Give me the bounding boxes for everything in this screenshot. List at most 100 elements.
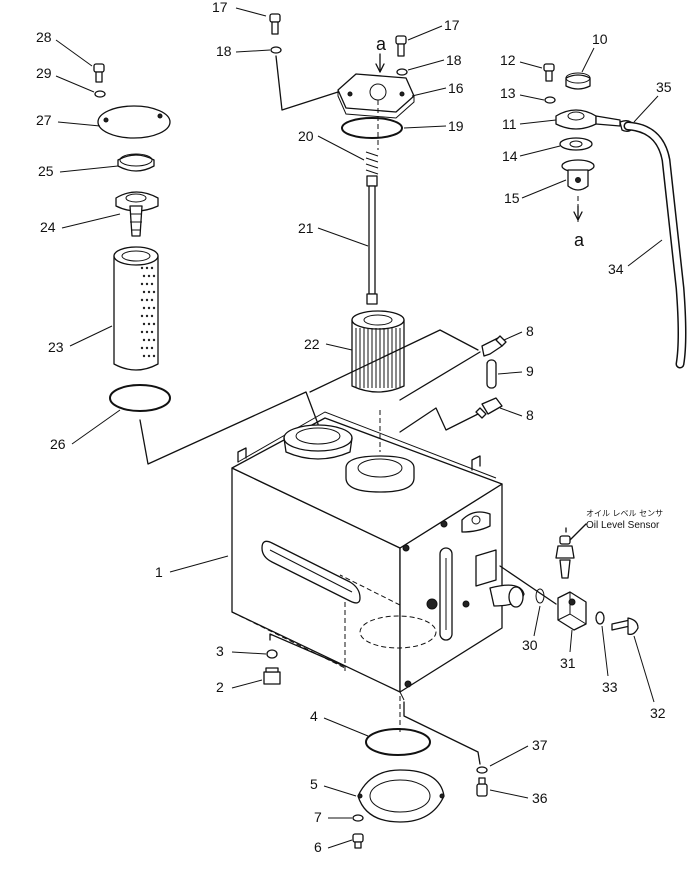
callout-c35: 35 bbox=[633, 79, 672, 123]
callout-c2: 2 bbox=[216, 679, 263, 695]
leader-line bbox=[323, 717, 369, 737]
sensor-label-jp: オイル レベル センサ bbox=[586, 509, 663, 518]
perforation-dot bbox=[140, 266, 144, 270]
element-perforations bbox=[140, 266, 156, 358]
part-number-label: 4 bbox=[310, 708, 318, 724]
ref-mark-top: a bbox=[376, 34, 387, 54]
leader-line bbox=[59, 165, 119, 173]
part-number-label: 2 bbox=[216, 679, 224, 695]
leader-line bbox=[55, 39, 93, 67]
leader-line bbox=[235, 49, 271, 53]
part-number-label: 19 bbox=[448, 118, 464, 134]
callout-c1: 1 bbox=[155, 555, 229, 580]
part-number-label: 37 bbox=[532, 737, 548, 753]
perforation-dot bbox=[150, 346, 154, 350]
perforation-dot bbox=[145, 282, 149, 286]
perforation-dot bbox=[147, 322, 151, 326]
bottom-parts bbox=[263, 633, 488, 849]
callout-c18a: 18 bbox=[216, 43, 271, 59]
ref-mark-bottom: a bbox=[574, 230, 585, 250]
callout-c28: 28 bbox=[36, 29, 93, 67]
leader-line bbox=[519, 61, 543, 69]
perforation-dot bbox=[150, 282, 154, 286]
part-number-label: 27 bbox=[36, 112, 52, 128]
callout-c26: 26 bbox=[50, 409, 121, 452]
part-number-label: 17 bbox=[212, 0, 228, 15]
perforation-dot bbox=[150, 266, 154, 270]
leader-line bbox=[519, 145, 561, 157]
leader-line bbox=[325, 343, 353, 351]
perforation-dot bbox=[147, 338, 151, 342]
leader-line bbox=[317, 227, 369, 247]
callout-c18b: 18 bbox=[407, 52, 462, 71]
perforation-dot bbox=[142, 338, 146, 342]
part-number-label: 21 bbox=[298, 220, 314, 236]
part-number-label: 3 bbox=[216, 643, 224, 659]
leader-line bbox=[519, 119, 557, 125]
part-number-label: 16 bbox=[448, 80, 464, 96]
callout-c9: 9 bbox=[497, 363, 534, 379]
part-number-label: 29 bbox=[36, 65, 52, 81]
part-number-label: 14 bbox=[502, 148, 518, 164]
perforation-dot bbox=[152, 290, 156, 294]
perforation-dot bbox=[145, 266, 149, 270]
callout-c20: 20 bbox=[298, 128, 365, 161]
part-number-label: 20 bbox=[298, 128, 314, 144]
strainer-assembly bbox=[93, 63, 171, 371]
callout-c14: 14 bbox=[502, 145, 561, 164]
sensor-block bbox=[499, 527, 639, 636]
leader-line bbox=[407, 25, 443, 41]
perforation-dot bbox=[142, 322, 146, 326]
callout-c17b: 17 bbox=[407, 17, 460, 41]
leader-line bbox=[519, 94, 545, 101]
part-number-label: 13 bbox=[500, 85, 516, 101]
part-number-label: 32 bbox=[650, 705, 666, 721]
callout-c30: 30 bbox=[522, 605, 541, 653]
callout-c22: 22 bbox=[304, 336, 353, 352]
callout-c23: 23 bbox=[48, 325, 113, 355]
leader-line bbox=[317, 135, 365, 161]
part-number-label: 11 bbox=[502, 116, 517, 132]
leader-line bbox=[533, 605, 541, 637]
perforation-dot bbox=[140, 330, 144, 334]
perforation-dot bbox=[140, 282, 144, 286]
callout-c12: 12 bbox=[500, 52, 543, 69]
perforation-dot bbox=[147, 354, 151, 358]
part-number-label: 1 bbox=[155, 564, 163, 580]
callout-c36: 36 bbox=[489, 789, 548, 806]
sensor-label-en: Oil Level Sensor bbox=[586, 520, 660, 531]
breather-assembly bbox=[543, 63, 635, 222]
callout-c32: 32 bbox=[633, 635, 666, 721]
leader-line bbox=[323, 785, 357, 797]
perforation-dot bbox=[142, 306, 146, 310]
perforation-dot bbox=[152, 338, 156, 342]
perforation-dot bbox=[152, 274, 156, 278]
callout-c11: 11 bbox=[502, 116, 557, 132]
leader-line bbox=[69, 325, 113, 347]
part-number-label: 18 bbox=[216, 43, 232, 59]
leader-line bbox=[55, 75, 95, 93]
perforation-dot bbox=[140, 298, 144, 302]
callout-c8a: 8 bbox=[503, 323, 534, 341]
perforation-dot bbox=[150, 330, 154, 334]
callout-c27: 27 bbox=[36, 112, 101, 128]
perforation-dot bbox=[145, 346, 149, 350]
perforation-dot bbox=[150, 314, 154, 318]
leader-line bbox=[411, 87, 447, 97]
callout-c34: 34 bbox=[608, 239, 663, 277]
perforation-dot bbox=[145, 298, 149, 302]
leader-line bbox=[235, 7, 267, 17]
callout-c33: 33 bbox=[601, 625, 618, 695]
leader-line bbox=[71, 409, 121, 445]
leader-line bbox=[627, 239, 663, 267]
leader-line bbox=[499, 407, 523, 417]
callout-c24: 24 bbox=[40, 213, 121, 235]
leader-line bbox=[633, 95, 659, 123]
leader-line bbox=[327, 839, 353, 849]
perforation-dot bbox=[140, 346, 144, 350]
leader-line bbox=[521, 179, 567, 199]
part-number-label: 9 bbox=[526, 363, 534, 379]
filter-pleats bbox=[355, 328, 401, 388]
o-ring-26 bbox=[109, 384, 171, 412]
